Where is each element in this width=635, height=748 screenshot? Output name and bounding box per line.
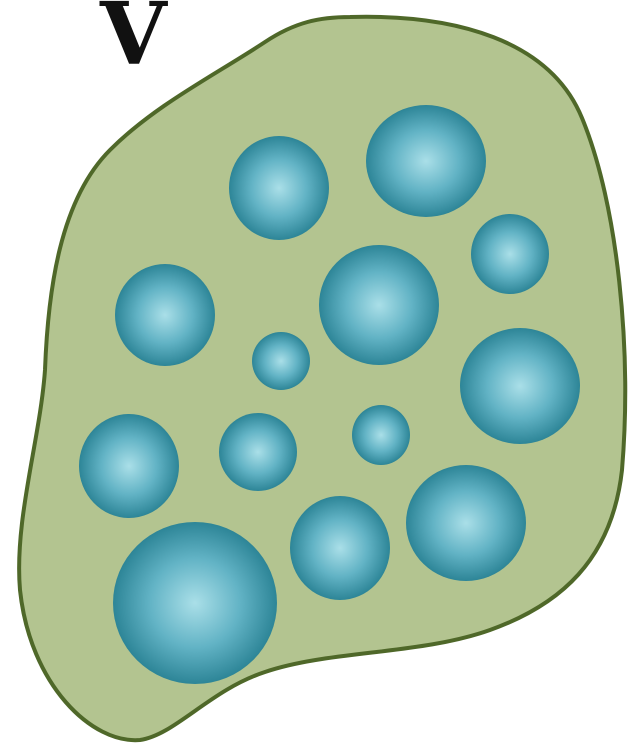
vacuole <box>229 136 329 240</box>
vacuole <box>460 328 580 444</box>
vacuole <box>319 245 439 365</box>
vacuole <box>290 496 390 600</box>
vacuole <box>406 465 526 581</box>
vacuole <box>79 414 179 518</box>
vacuole <box>352 405 410 465</box>
vacuole <box>113 522 277 684</box>
vacuole <box>115 264 215 366</box>
vacuole <box>219 413 297 491</box>
vacuole <box>366 105 486 217</box>
vacuole <box>252 332 310 390</box>
panel-label: V <box>100 0 167 78</box>
vacuole <box>471 214 549 294</box>
